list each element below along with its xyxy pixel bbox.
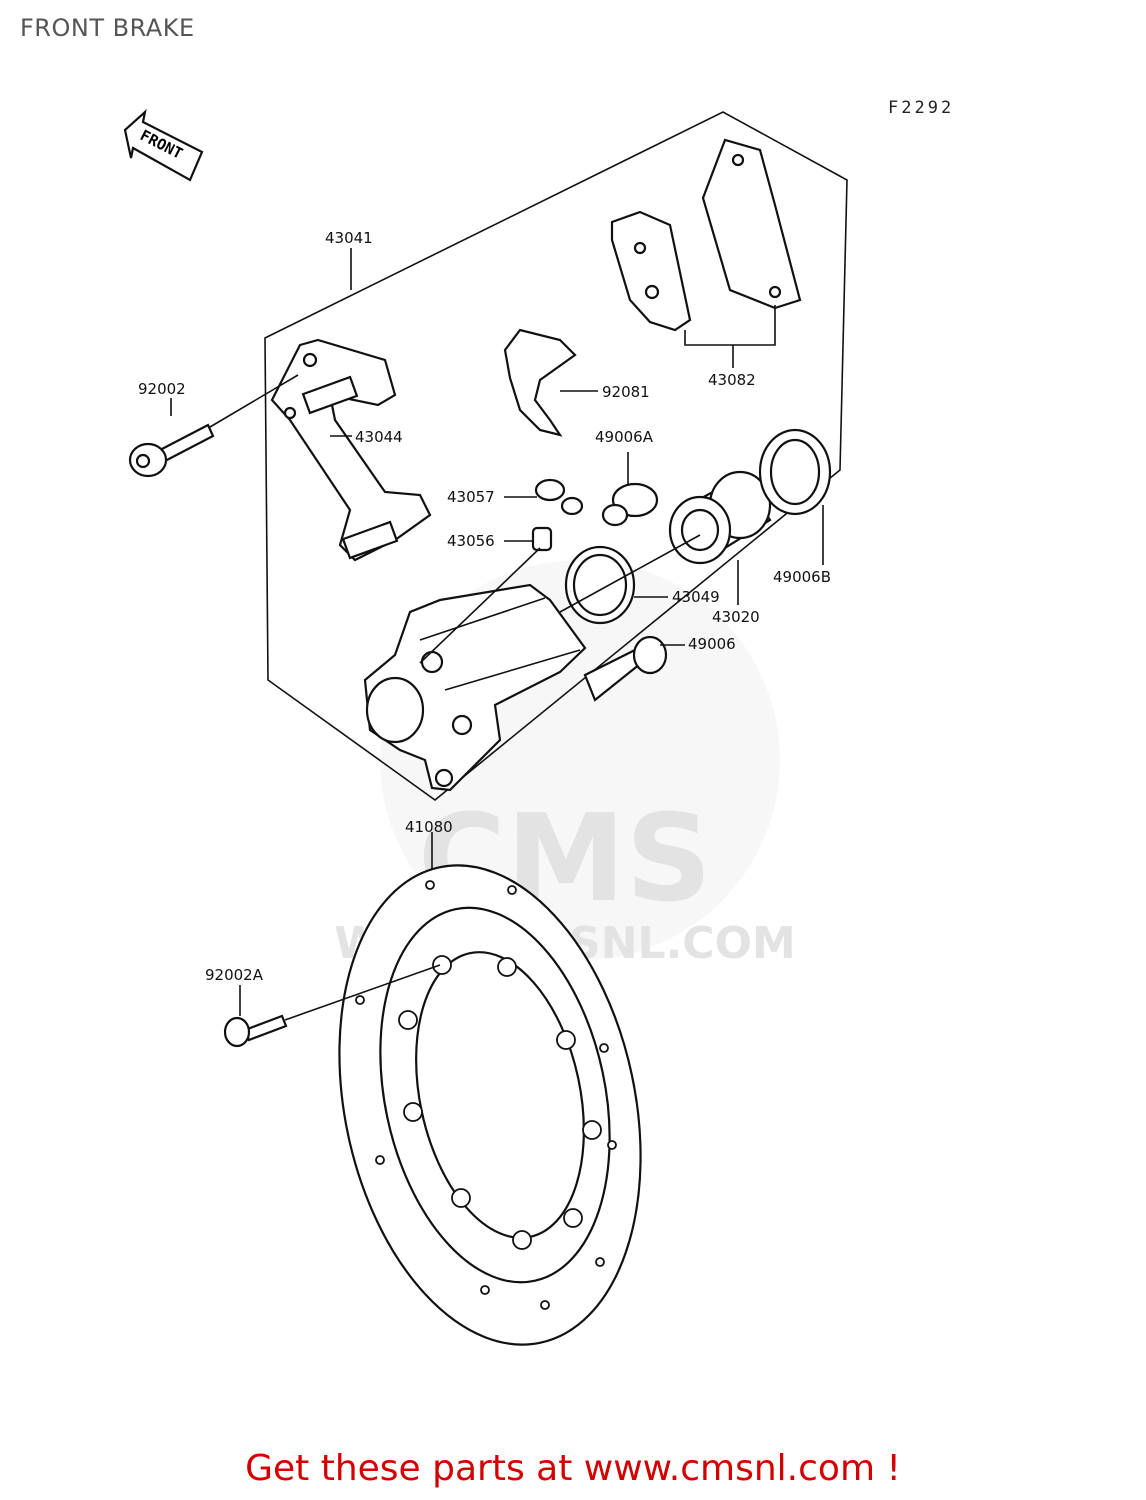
label-43082: 43082: [708, 371, 756, 389]
label-43044: 43044: [355, 428, 403, 446]
page-title: FRONT BRAKE: [20, 14, 195, 42]
label-92081: 92081: [602, 383, 650, 401]
footer-link[interactable]: Get these parts at www.cmsnl.com !: [245, 1448, 901, 1489]
label-49006: 49006: [688, 635, 736, 653]
label-92002a: 92002A: [205, 966, 264, 984]
o-ring: [564, 545, 636, 625]
bolt-92002: [128, 423, 215, 478]
dust-seal-a: [601, 482, 659, 527]
bolt-92002a: [223, 1014, 288, 1048]
label-49006b: 49006B: [773, 568, 831, 586]
brake-disc: [338, 864, 642, 1346]
label-49006a: 49006A: [595, 428, 654, 446]
front-arrow-icon: FRONT: [123, 108, 204, 182]
label-41080: 41080: [405, 818, 453, 836]
pad-spring: [503, 328, 577, 437]
pin-boot: [583, 635, 668, 702]
bleeder-cap: [534, 478, 584, 516]
piston: [668, 470, 772, 565]
label-43041: 43041: [325, 229, 373, 247]
piston-seal: [758, 428, 832, 516]
label-43049: 43049: [672, 588, 720, 606]
caliper-bracket: [270, 338, 432, 562]
label-92002: 92002: [138, 380, 186, 398]
diagram-code: F2292: [888, 98, 955, 118]
brake-pads: [610, 138, 802, 332]
label-43057: 43057: [447, 488, 495, 506]
label-43056: 43056: [447, 532, 495, 550]
caliper-assembly-outline: [264, 111, 848, 802]
label-43020: 43020: [712, 608, 760, 626]
bleeder-valve: [531, 526, 553, 552]
